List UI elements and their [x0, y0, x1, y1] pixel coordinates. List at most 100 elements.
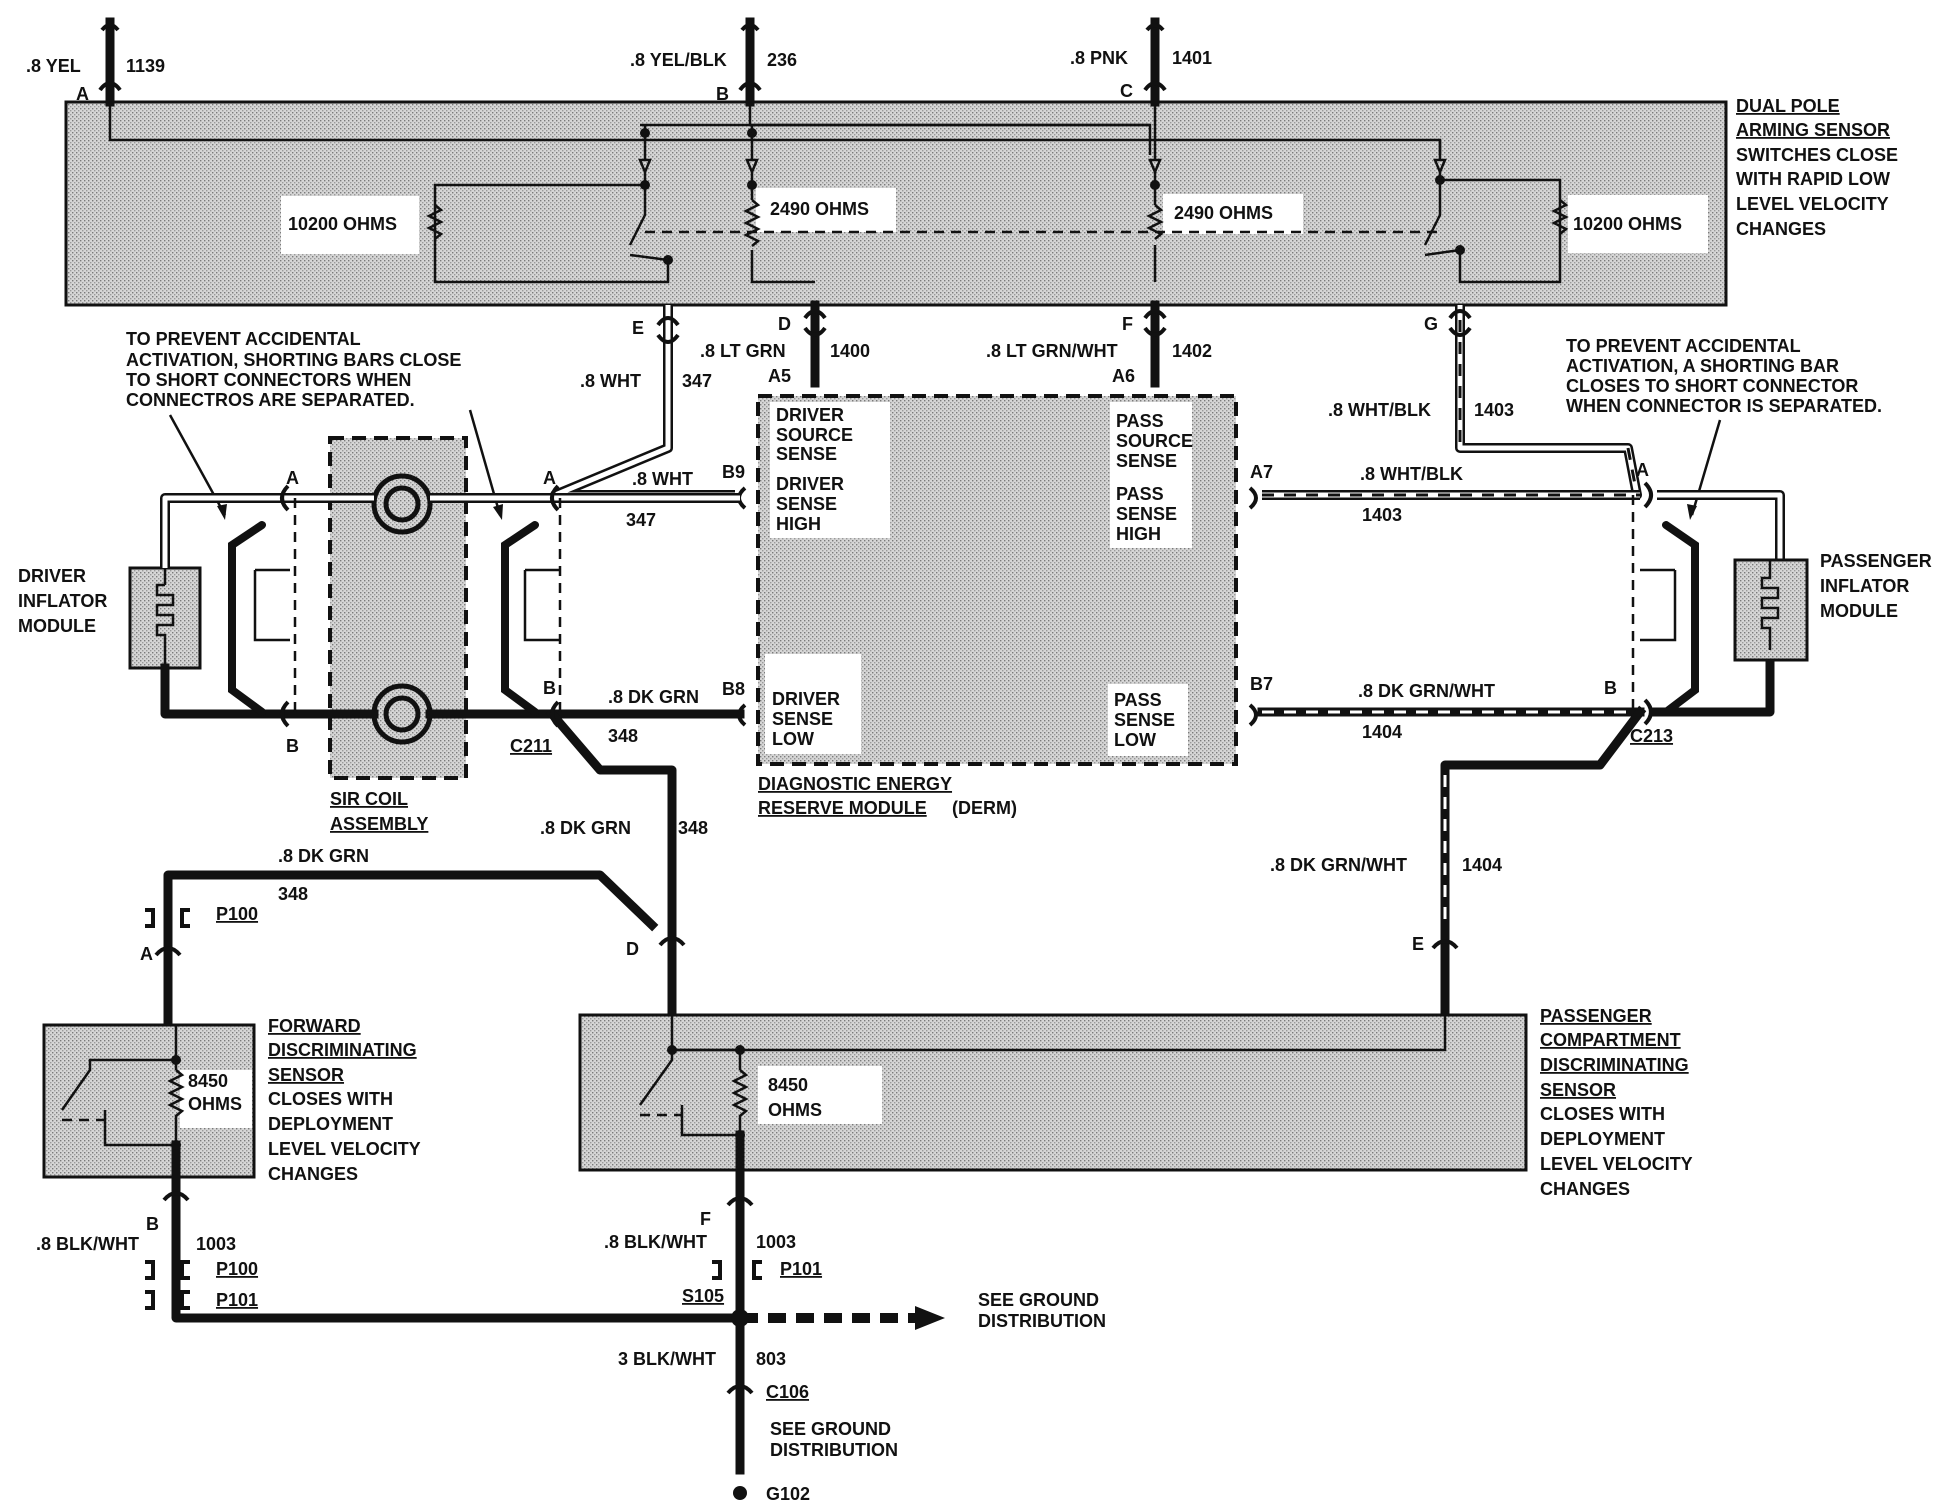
- svg-text:ACTIVATION, SHORTING BARS CLOS: ACTIVATION, SHORTING BARS CLOSE: [126, 350, 461, 370]
- derm-title-2: RESERVE MODULE: [758, 798, 927, 818]
- svg-text:SWITCHES CLOSE: SWITCHES CLOSE: [1736, 145, 1898, 165]
- svg-text:B: B: [1604, 678, 1617, 698]
- forward-discriminating-sensor: 8450 OHMS FORWARD DISCRIMINATING SENSOR …: [42, 1016, 421, 1184]
- svg-text:LOW: LOW: [1114, 730, 1156, 750]
- svg-text:B7: B7: [1250, 674, 1273, 694]
- svg-text:LOW: LOW: [772, 729, 814, 749]
- wire-1400-circuit: 1400: [830, 341, 870, 361]
- wire-1400-gauge: .8 LT GRN: [700, 341, 786, 361]
- svg-text:TO SHORT CONNECTORS WHEN: TO SHORT CONNECTORS WHEN: [126, 370, 411, 390]
- see-ground-right-1: SEE GROUND: [978, 1290, 1099, 1310]
- svg-text:OHMS: OHMS: [768, 1100, 822, 1120]
- svg-text:A6: A6: [1112, 366, 1135, 386]
- svg-text:8450: 8450: [188, 1071, 228, 1091]
- svg-text:DRIVER: DRIVER: [772, 689, 840, 709]
- lower-harness: .8 DK GRN 348 .8 DK GRN 348 P100 A D E .…: [140, 818, 1502, 1035]
- svg-text:MODULE: MODULE: [18, 616, 96, 636]
- s105-label: S105: [682, 1286, 724, 1306]
- arming-sensor: 10200 OHMS 2490 OHMS 2490 OHMS 10200 OHM…: [64, 96, 1898, 307]
- wire-348-mid-gauge: .8 DK GRN: [540, 818, 631, 838]
- svg-text:INFLATOR: INFLATOR: [1820, 576, 1909, 596]
- svg-text:PASS: PASS: [1116, 484, 1164, 504]
- svg-text:CLOSES WITH: CLOSES WITH: [268, 1089, 393, 1109]
- svg-text:A: A: [140, 944, 153, 964]
- wire-1003-mid-circuit: 1003: [756, 1232, 796, 1252]
- wire-1139-gauge: .8 YEL: [26, 56, 81, 76]
- note-right-1: TO PREVENT ACCIDENTAL: [1566, 336, 1801, 356]
- svg-text:B: B: [716, 84, 729, 104]
- wire-1003-mid-gauge: .8 BLK/WHT: [604, 1232, 707, 1252]
- svg-text:CHANGES: CHANGES: [1736, 219, 1826, 239]
- p101-left: P101: [216, 1290, 258, 1310]
- svg-text:SOURCE: SOURCE: [776, 425, 853, 445]
- driver-module-1: DRIVER: [18, 566, 86, 586]
- svg-text:SENSOR: SENSOR: [268, 1065, 344, 1085]
- note-left-1: TO PREVENT ACCIDENTAL: [126, 329, 361, 349]
- fwd-sensor-title-1: FORWARD: [268, 1016, 361, 1036]
- svg-text:SENSE: SENSE: [1116, 451, 1177, 471]
- wire-347-gauge: .8 WHT: [580, 371, 641, 391]
- wire-1403-gauge: .8 WHT/BLK: [1328, 400, 1431, 420]
- pass-sensor-title-1: PASSENGER: [1540, 1006, 1652, 1026]
- res-left-label: 10200 OHMS: [288, 214, 397, 234]
- g102-label: G102: [766, 1484, 810, 1504]
- pass-sensor-box: [578, 1013, 1528, 1172]
- wire-1401-circuit: 1401: [1172, 48, 1212, 68]
- wire-236-gauge: .8 YEL/BLK: [630, 50, 727, 70]
- passenger-side: PASSENGER INFLATOR MODULE C213 A B .8 WH…: [1257, 460, 1932, 935]
- derm-module: DRIVER SOURCE SENSE DRIVER SENSE HIGH DR…: [722, 394, 1273, 818]
- top-input-wires: .8 YEL 1139 A .8 YEL/BLK 236 B .8 PNK 14…: [26, 17, 1212, 107]
- wire-347-derm-circuit: 347: [626, 510, 656, 530]
- wire-1404-derm-gauge: .8 DK GRN/WHT: [1358, 681, 1495, 701]
- svg-text:DRIVER: DRIVER: [776, 405, 844, 425]
- svg-text:DISTRIBUTION: DISTRIBUTION: [770, 1440, 898, 1460]
- wire-236-circuit: 236: [767, 50, 797, 70]
- svg-text:E: E: [1412, 934, 1424, 954]
- see-ground-bottom-1: SEE GROUND: [770, 1419, 891, 1439]
- c211-label: C211: [510, 736, 552, 756]
- wire-803-circuit: 803: [756, 1349, 786, 1369]
- svg-text:(DERM): (DERM): [952, 798, 1017, 818]
- svg-text:HIGH: HIGH: [776, 514, 821, 534]
- svg-text:PASS: PASS: [1116, 411, 1164, 431]
- svg-text:E: E: [632, 318, 644, 338]
- svg-text:CHANGES: CHANGES: [268, 1164, 358, 1184]
- svg-text:COMPARTMENT: COMPARTMENT: [1540, 1030, 1681, 1050]
- svg-text:B: B: [286, 736, 299, 756]
- svg-text:WITH RAPID LOW: WITH RAPID LOW: [1736, 169, 1890, 189]
- svg-text:INFLATOR: INFLATOR: [18, 591, 107, 611]
- wire-1003-left-circuit: 1003: [196, 1234, 236, 1254]
- svg-text:F: F: [700, 1209, 711, 1229]
- svg-text:SENSE: SENSE: [1114, 710, 1175, 730]
- ground-arrow: [915, 1306, 945, 1330]
- svg-text:A: A: [1636, 460, 1649, 480]
- driver-side: DRIVER INFLATOR MODULE SIR COIL ASSEMBLY…: [18, 436, 745, 1015]
- wire-1402-circuit: 1402: [1172, 341, 1212, 361]
- svg-text:ASSEMBLY: ASSEMBLY: [330, 814, 428, 834]
- c213-label: C213: [1630, 726, 1673, 746]
- wire-1404-derm-circuit: 1404: [1362, 722, 1402, 742]
- svg-text:LEVEL VELOCITY: LEVEL VELOCITY: [1540, 1154, 1693, 1174]
- svg-text:DISCRIMINATING: DISCRIMINATING: [268, 1040, 417, 1060]
- svg-text:SENSE: SENSE: [776, 444, 837, 464]
- p101-mid: P101: [780, 1259, 822, 1279]
- svg-text:C: C: [1120, 81, 1133, 101]
- wire-1404-lower-gauge: .8 DK GRN/WHT: [1270, 855, 1407, 875]
- svg-text:CLOSES TO SHORT CONNECTOR: CLOSES TO SHORT CONNECTOR: [1566, 376, 1858, 396]
- svg-text:MODULE: MODULE: [1820, 601, 1898, 621]
- svg-text:B8: B8: [722, 679, 745, 699]
- svg-text:LEVEL VELOCITY: LEVEL VELOCITY: [1736, 194, 1889, 214]
- res-mid-right-label: 2490 OHMS: [1174, 203, 1273, 223]
- svg-text:CHANGES: CHANGES: [1540, 1179, 1630, 1199]
- svg-text:G: G: [1424, 314, 1438, 334]
- svg-text:B: B: [543, 678, 556, 698]
- wire-347-circuit: 347: [682, 371, 712, 391]
- c106-label: C106: [766, 1382, 809, 1402]
- passenger-compartment-sensor: 8450 OHMS PASSENGER COMPARTMENT DISCRIMI…: [578, 1006, 1693, 1199]
- wire-1403-circuit: 1403: [1474, 400, 1514, 420]
- svg-text:SENSE: SENSE: [772, 709, 833, 729]
- svg-text:SENSE: SENSE: [776, 494, 837, 514]
- svg-text:SENSOR: SENSOR: [1540, 1080, 1616, 1100]
- svg-text:HIGH: HIGH: [1116, 524, 1161, 544]
